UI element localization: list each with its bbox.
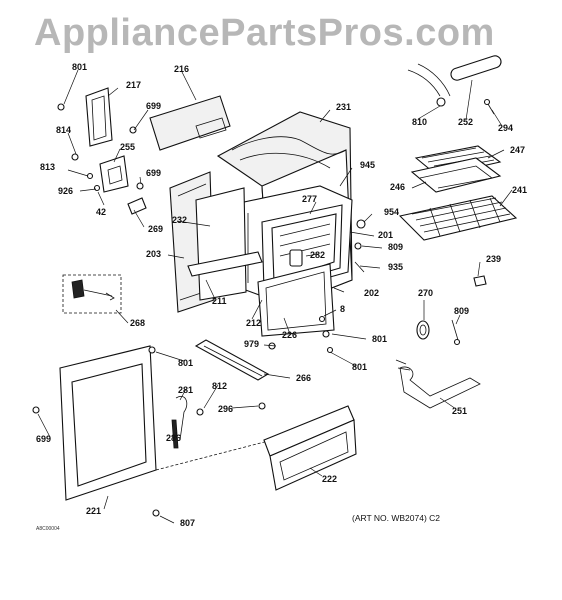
- drawer-222: [263, 405, 357, 491]
- art-number: (ART NO. WB2074) C2: [352, 513, 440, 523]
- part-label-222: 222: [322, 474, 337, 484]
- inset-268: [62, 274, 122, 314]
- part-label-251: 251: [452, 406, 467, 416]
- part-label-42: 42: [96, 207, 106, 217]
- part-label-241: 241: [512, 185, 527, 195]
- oven-door-221: [59, 345, 273, 501]
- part-label-801b: 801: [372, 334, 387, 344]
- part-label-810: 810: [412, 117, 427, 127]
- drawing-code: A8C00004: [36, 526, 60, 532]
- part-label-239: 239: [486, 254, 501, 264]
- part-label-269: 269: [148, 224, 163, 234]
- part-label-226: 226: [282, 330, 297, 340]
- part-label-247: 247: [510, 145, 525, 155]
- part-label-221: 221: [86, 506, 101, 516]
- part-label-231: 231: [336, 102, 351, 112]
- part-label-281: 281: [178, 385, 193, 395]
- part-label-296: 296: [218, 404, 233, 414]
- small-parts-right: [354, 219, 487, 346]
- part-label-294: 294: [498, 123, 513, 133]
- leader-lines: [37, 69, 513, 524]
- part-label-699c: 699: [36, 434, 51, 444]
- part-label-286: 286: [166, 433, 181, 443]
- part-labels: 801 217 216 699 231 814 255 699 813 926 42 269 232 20…: [36, 62, 527, 528]
- part-label-809b: 809: [454, 306, 469, 316]
- part-label-954: 954: [384, 207, 399, 217]
- part-label-268: 268: [130, 318, 145, 328]
- part-label-801c: 801: [178, 358, 193, 368]
- oven-rack-241: [398, 195, 518, 241]
- part-label-202: 202: [364, 288, 379, 298]
- part-label-926: 926: [58, 186, 73, 196]
- part-label-232: 232: [172, 215, 187, 225]
- part-label-945: 945: [360, 160, 375, 170]
- hinge-281: [32, 315, 334, 517]
- part-label-212: 212: [246, 318, 261, 328]
- part-label-203: 203: [146, 249, 161, 259]
- part-label-935: 935: [388, 262, 403, 272]
- part-label-246: 246: [390, 182, 405, 192]
- part-label-270: 270: [418, 288, 433, 298]
- part-label-252: 252: [458, 117, 473, 127]
- part-label-979: 979: [244, 339, 259, 349]
- switch-255: [71, 126, 147, 215]
- part-label-8: 8: [340, 304, 345, 314]
- part-label-699b: 699: [146, 168, 161, 178]
- top-parts-252: [407, 55, 502, 115]
- part-label-201: 201: [378, 230, 393, 240]
- part-label-814: 814: [56, 125, 71, 135]
- part-label-266: 266: [296, 373, 311, 383]
- watermark: AppliancePartsPros.com: [34, 12, 495, 54]
- part-label-277: 277: [302, 194, 317, 204]
- part-label-813: 813: [40, 162, 55, 172]
- part-label-255: 255: [120, 142, 135, 152]
- part-label-801d: 801: [352, 362, 367, 372]
- broil-pan-247: [410, 145, 502, 193]
- part-label-812: 812: [212, 381, 227, 391]
- part-label-809a: 809: [388, 242, 403, 252]
- part-label-699a: 699: [146, 101, 161, 111]
- part-label-801a: 801: [72, 62, 87, 72]
- side-panel-203: [169, 171, 247, 313]
- bracket-217: [57, 87, 113, 147]
- door-handle-266: [194, 339, 270, 381]
- part-label-807: 807: [180, 518, 195, 528]
- part-label-217: 217: [126, 80, 141, 90]
- bake-element-251: [395, 359, 481, 409]
- part-label-216: 216: [174, 64, 189, 74]
- part-label-211: 211: [212, 296, 227, 306]
- part-label-282: 282: [310, 250, 325, 260]
- bottom-trim-212: [187, 251, 335, 337]
- top-vent-216: [149, 95, 231, 151]
